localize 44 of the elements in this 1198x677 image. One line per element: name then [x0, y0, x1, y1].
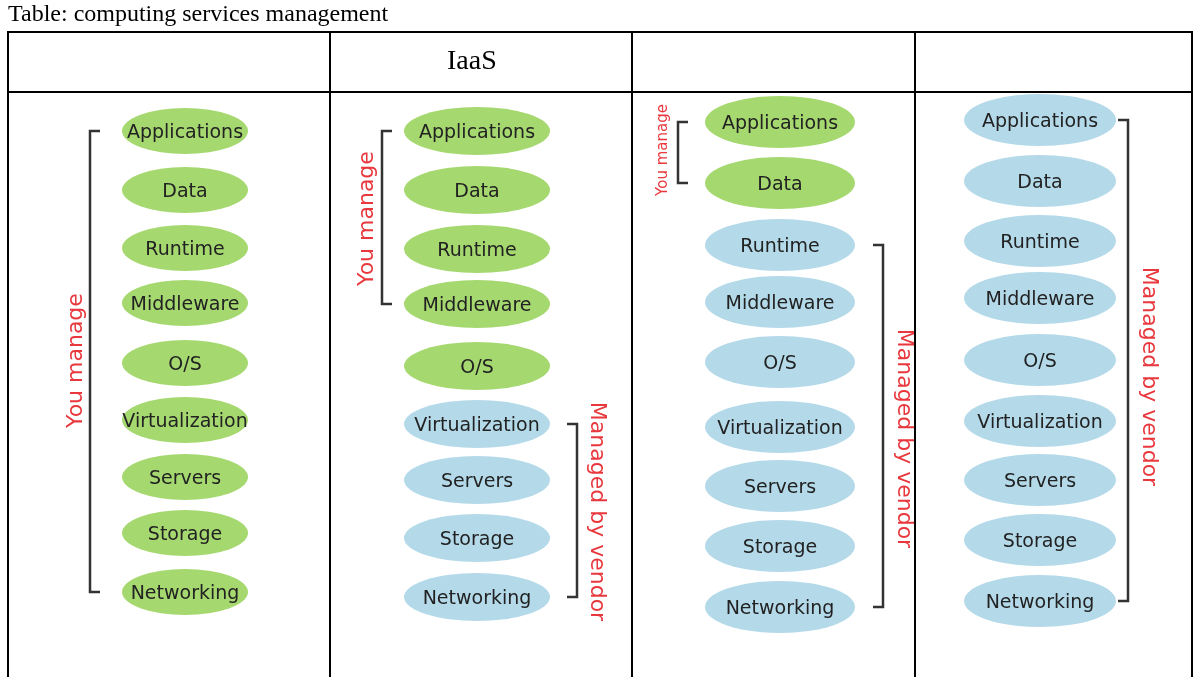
- layer-ellipse: Data: [964, 155, 1116, 207]
- layer-ellipse: Runtime: [964, 215, 1116, 267]
- column-header: IaaS: [447, 44, 497, 76]
- layer-ellipse: Networking: [122, 569, 248, 615]
- table-title: Table: computing services management: [8, 0, 389, 27]
- layer-ellipse: Runtime: [122, 225, 248, 271]
- bracket-label: You manage: [61, 292, 87, 428]
- layer-ellipse: Networking: [964, 575, 1116, 627]
- bracket-label: Managed by vendor: [1137, 266, 1163, 486]
- layer-ellipse: Middleware: [404, 280, 550, 328]
- layer-ellipse: O/S: [705, 336, 855, 388]
- layer-ellipse: Applications: [705, 96, 855, 148]
- layer-ellipse: Storage: [404, 514, 550, 562]
- layer-ellipse: Virtualization: [404, 400, 550, 448]
- layer-ellipse: Middleware: [964, 272, 1116, 324]
- layer-ellipse: Servers: [122, 454, 248, 500]
- layer-ellipse: Data: [404, 166, 550, 214]
- layer-ellipse: Runtime: [404, 225, 550, 273]
- layer-ellipse: Applications: [122, 108, 248, 154]
- layer-ellipse: Applications: [404, 107, 550, 155]
- layer-ellipse: Runtime: [705, 219, 855, 271]
- bracket-label: Managed by vendor: [585, 401, 611, 621]
- layer-ellipse: Storage: [705, 520, 855, 572]
- bracket-label: Managed by vendor: [892, 328, 918, 548]
- layer-ellipse: Applications: [964, 94, 1116, 146]
- layer-ellipse: Virtualization: [705, 401, 855, 453]
- layer-ellipse: Networking: [705, 581, 855, 633]
- bracket-label: You manage: [652, 104, 671, 196]
- layer-ellipse: Servers: [705, 460, 855, 512]
- layer-ellipse: Data: [705, 157, 855, 209]
- layer-ellipse: Virtualization: [122, 397, 248, 443]
- bracket-label: You manage: [352, 150, 378, 286]
- layer-ellipse: O/S: [404, 342, 550, 390]
- layer-ellipse: Middleware: [705, 276, 855, 328]
- layer-ellipse: Networking: [404, 573, 550, 621]
- layer-ellipse: Middleware: [122, 280, 248, 326]
- layer-ellipse: O/S: [964, 334, 1116, 386]
- layer-ellipse: Servers: [404, 456, 550, 504]
- layer-ellipse: Servers: [964, 454, 1116, 506]
- layer-ellipse: Data: [122, 167, 248, 213]
- layer-ellipse: Storage: [964, 514, 1116, 566]
- layer-ellipse: O/S: [122, 340, 248, 386]
- layer-ellipse: Virtualization: [964, 395, 1116, 447]
- layer-ellipse: Storage: [122, 510, 248, 556]
